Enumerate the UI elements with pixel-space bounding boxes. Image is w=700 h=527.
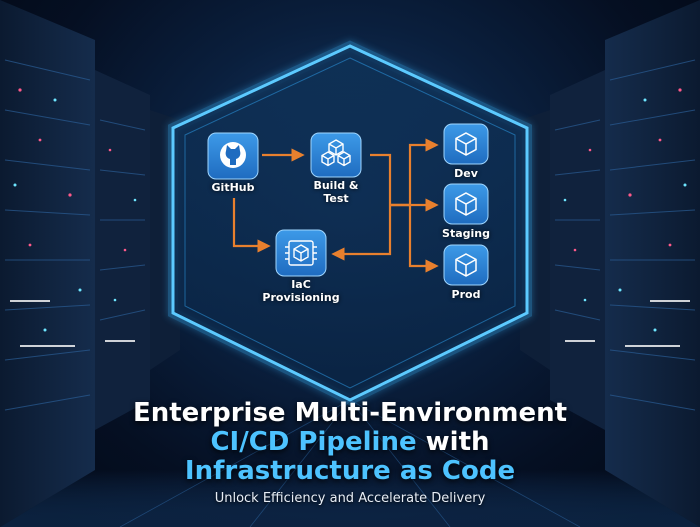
- heading-plain: with: [416, 427, 490, 457]
- server-racks-left: [0, 0, 180, 527]
- node-iac-provisioning: [275, 229, 327, 277]
- floor-grid: [119, 399, 581, 527]
- node-label-line: IaC: [291, 278, 311, 291]
- cube-icon: [455, 132, 477, 156]
- node-build-test: [310, 132, 362, 178]
- heading-line-3: Infrastructure as Code: [184, 456, 516, 486]
- edge-github-iac: [232, 198, 271, 253]
- node-staging: [443, 183, 489, 225]
- floor: [0, 470, 700, 527]
- node-label-line: Build &: [313, 179, 359, 192]
- edges: [232, 138, 439, 273]
- edge-build-trunk: [370, 153, 392, 205]
- node-label-iac-provisioning: IaC Provisioning: [262, 278, 339, 304]
- node-label-staging: Staging: [442, 227, 490, 240]
- hexagon-frame: [168, 40, 532, 406]
- cube-icon: [455, 192, 477, 216]
- cube-icon: [455, 253, 477, 277]
- node-label-build-test: Build & Test: [313, 179, 358, 205]
- github-logo-icon: [220, 142, 246, 168]
- edge-build-prod: [390, 203, 439, 273]
- heading-accent: CI/CD Pipeline: [210, 427, 417, 457]
- cubes-icon: [321, 139, 351, 167]
- node-label-line: Provisioning: [262, 291, 340, 304]
- node-label-line: Test: [323, 192, 349, 205]
- cube-chip-icon: [285, 240, 317, 266]
- node-label-github: GitHub: [211, 181, 255, 194]
- subtitle: Unlock Efficiency and Accelerate Deliver…: [214, 491, 486, 506]
- node-prod: [443, 244, 489, 286]
- node-label-dev: Dev: [454, 167, 478, 180]
- node-label-prod: Prod: [451, 288, 481, 301]
- heading-line-1: Enterprise Multi-Environment: [132, 398, 568, 428]
- heading-line-2: CI/CD Pipeline with: [0, 427, 700, 457]
- node-github: [207, 132, 259, 180]
- edge-build-iac: [331, 205, 392, 261]
- node-dev: [443, 123, 489, 165]
